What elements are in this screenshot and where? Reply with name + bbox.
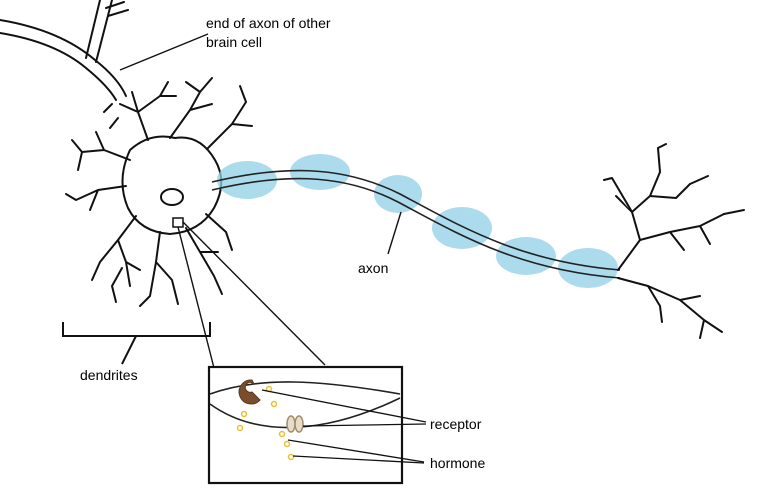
cell-body-dendrites xyxy=(65,77,253,307)
axon-label: axon xyxy=(358,260,389,276)
end-of-axon-label-line1: end of axon of other xyxy=(206,15,331,31)
receptor-label: receptor xyxy=(430,416,482,432)
dendrites-label: dendrites xyxy=(80,367,138,383)
axon-terminal xyxy=(603,143,745,339)
receptor-shape xyxy=(294,415,304,433)
nucleus xyxy=(160,188,184,206)
receptor-shape xyxy=(286,415,296,433)
dendrites-bracket xyxy=(62,322,211,365)
c-shape-molecule xyxy=(238,379,261,405)
hormone-molecules xyxy=(236,385,295,461)
other-cell-axon-end xyxy=(0,0,129,101)
inset-box xyxy=(207,365,427,485)
leader-lines xyxy=(119,33,402,369)
myelin-sheath xyxy=(217,154,618,288)
zoom-marker xyxy=(172,217,184,228)
hormone-label: hormone xyxy=(430,455,486,471)
axon-shaft xyxy=(211,169,621,279)
end-of-axon-label-line2: brain cell xyxy=(206,34,263,50)
